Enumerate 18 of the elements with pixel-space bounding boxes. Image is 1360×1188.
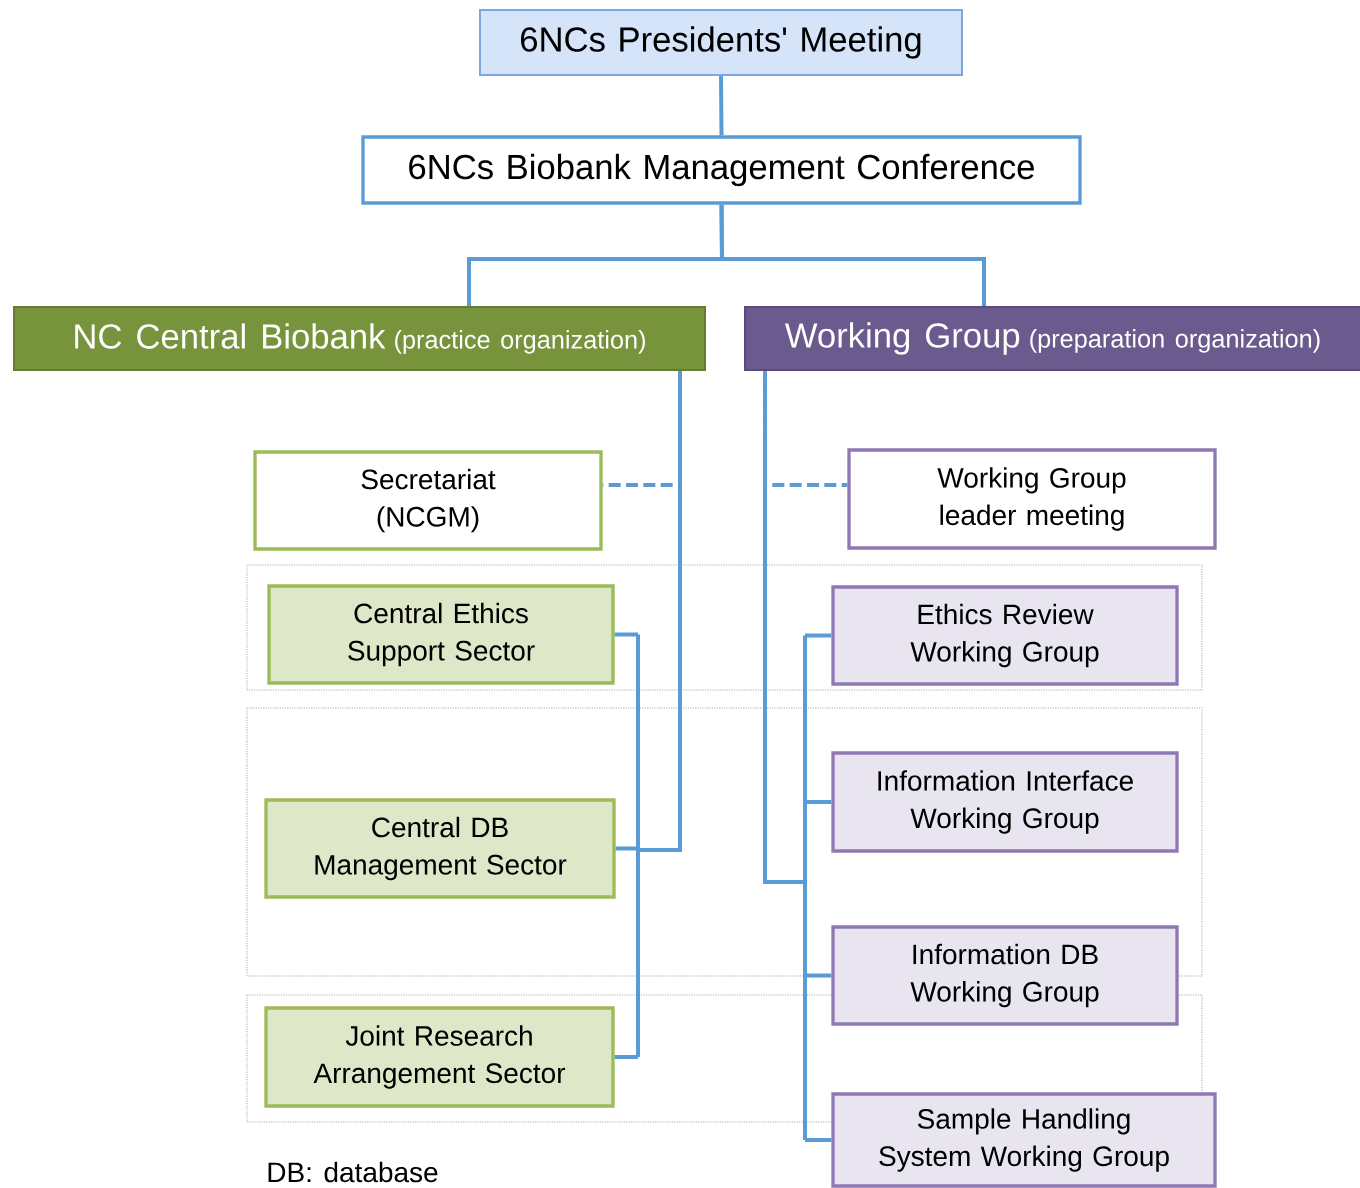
- header-bar: Working Group (preparation organization): [744, 306, 1360, 371]
- process-box: 6NCs Biobank Management Conference: [361, 135, 1082, 205]
- process-box: Central DB Management Sector: [264, 798, 616, 899]
- connector-line: [612, 369, 682, 1059]
- process-box: Central Ethics Support Sector: [267, 584, 615, 685]
- process-box: Ethics Review Working Group: [831, 585, 1179, 686]
- process-box: Secretariat (NCGM): [253, 450, 603, 551]
- note-text: DB: database: [268, 1161, 438, 1183]
- process-box: Working Group leader meeting: [847, 448, 1217, 550]
- process-box: Joint Research Arrangement Sector: [264, 1006, 615, 1108]
- process-box: 6NCs Presidents' Meeting: [479, 9, 963, 76]
- connector-line: [763, 369, 834, 1142]
- connector-line: [719, 75, 724, 136]
- process-box: Sample Handling System Working Group: [831, 1092, 1217, 1188]
- header-bar: NC Central Biobank (practice organization): [13, 306, 706, 371]
- process-box: Information DB Working Group: [831, 925, 1179, 1026]
- connector-line: [719, 204, 986, 306]
- process-box: Information Interface Working Group: [831, 751, 1179, 853]
